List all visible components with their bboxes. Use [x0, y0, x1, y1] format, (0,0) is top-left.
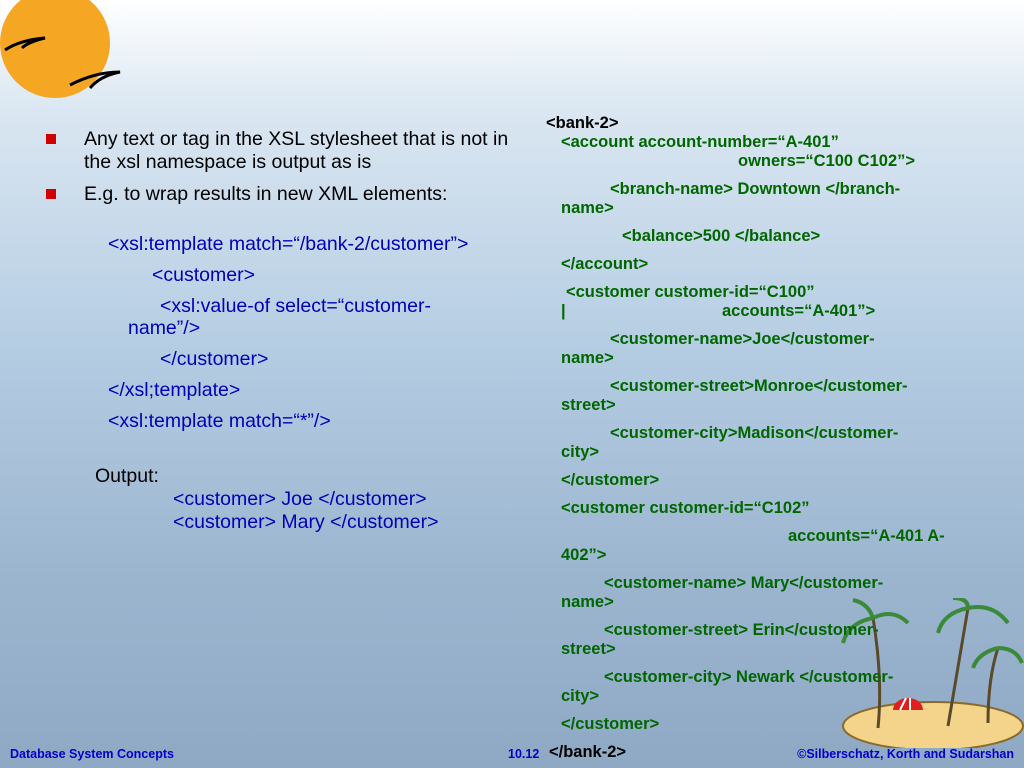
code-line: <customer> [152, 264, 255, 286]
xml-line: <customer-city> Newark </customer- [604, 668, 894, 686]
xml-line: street> [561, 396, 616, 414]
code-line: </xsl;template> [108, 379, 241, 401]
code-line: <xsl:value-of select=“customer- name”/> [128, 295, 431, 339]
island-palm-graphic [841, 598, 1024, 748]
square-bullet-icon [46, 189, 56, 199]
xml-line: <customer-street>Monroe</customer- [610, 377, 908, 395]
xml-line: city> [561, 443, 600, 461]
xml-line: <customer-name> Mary</customer- [604, 574, 884, 592]
bullet-item: Any text or tag in the XSL stylesheet th… [46, 128, 526, 174]
xml-line: <balance>500 </balance> [622, 227, 821, 245]
xsl-template-code: <xsl:template match=“/bank-2/customer”> … [108, 233, 508, 441]
xml-line: <customer customer-id=“C102” [561, 499, 810, 517]
output-block: Output: <customer> Joe </customer> <cust… [95, 465, 439, 534]
xml-line: 402”> [561, 546, 607, 564]
footer-right: ©Silberschatz, Korth and Sudarshan [797, 747, 1014, 761]
xml-line: <bank-2> [546, 114, 619, 132]
footer-left: Database System Concepts [10, 747, 174, 761]
xml-line: <customer-street> Erin</customer- [604, 621, 879, 639]
xml-line: | accounts=“A-401”> [561, 302, 876, 320]
xml-line: <customer-city>Madison</customer- [610, 424, 899, 442]
xml-line: <account account-number=“A-401” [561, 133, 839, 151]
xml-line: accounts=“A-401 A- [788, 527, 945, 545]
square-bullet-icon [46, 134, 56, 144]
xml-line: city> [561, 687, 600, 705]
code-line: </customer> [160, 348, 269, 370]
bullet-item: E.g. to wrap results in new XML elements… [46, 183, 526, 206]
bullet-list: Any text or tag in the XSL stylesheet th… [46, 128, 526, 215]
xml-line: name> [561, 199, 614, 217]
output-label: Output: [95, 465, 159, 487]
xml-line: street> [561, 640, 616, 658]
bird-icon [4, 36, 46, 52]
xml-line: owners=“C100 C102”> [738, 152, 916, 170]
code-line: <xsl:template match=“*”/> [108, 410, 331, 432]
xml-line: </customer> [561, 471, 660, 489]
output-line: <customer> Mary </customer> [173, 511, 439, 533]
xml-line: name> [561, 593, 614, 611]
bird-icon [69, 70, 121, 89]
xml-line: </customer> [561, 715, 660, 733]
sun-graphic [0, 0, 121, 98]
footer-page-number: 10.12 [508, 747, 540, 761]
xml-result-code: <bank-2> <account account-number=“A-401”… [546, 114, 986, 762]
xml-line: </bank-2> [549, 743, 627, 761]
xml-line: <customer customer-id=“C100” [566, 283, 815, 301]
code-line: <xsl:template match=“/bank-2/customer”> [108, 233, 469, 255]
xml-line: name> [561, 349, 614, 367]
xml-line: <branch-name> Downtown </branch- [610, 180, 901, 198]
output-line: <customer> Joe </customer> [173, 488, 427, 510]
xml-line: </account> [561, 255, 649, 273]
xml-line: <customer-name>Joe</customer- [610, 330, 875, 348]
